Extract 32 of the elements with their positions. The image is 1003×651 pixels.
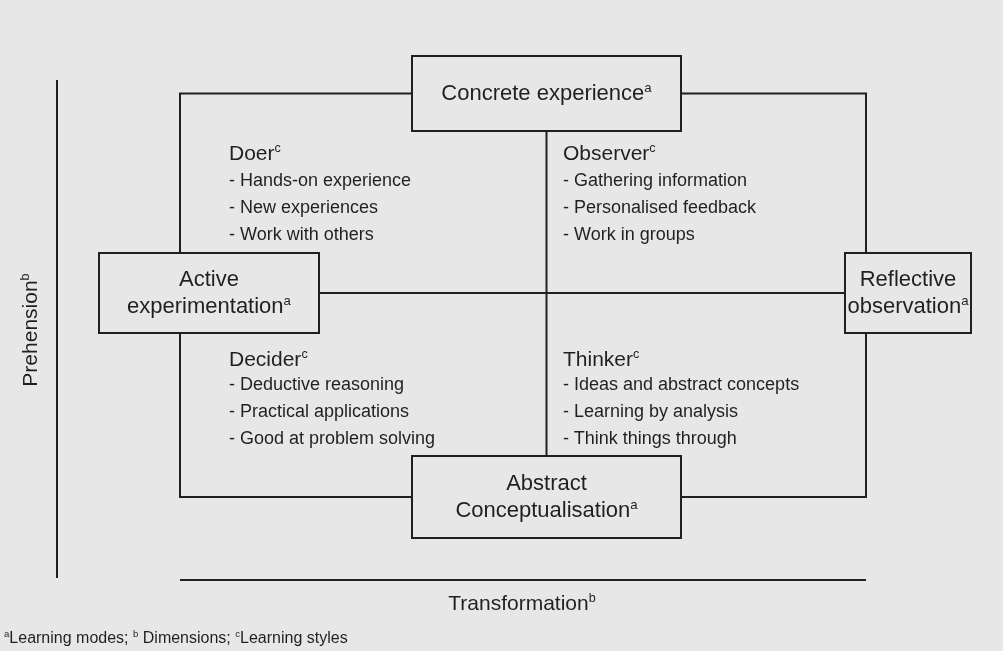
mode-label: Concrete experience$^{a}$	[441, 80, 652, 107]
style-heading: Thinker$^{c}$	[563, 347, 640, 371]
bullet-item: - Work in groups	[563, 224, 695, 245]
bullet-item: - Think things through	[563, 428, 737, 449]
connector-line	[319, 292, 845, 294]
connector-line	[179, 333, 412, 498]
bullet-item: - Good at problem solving	[229, 428, 436, 449]
mode-label: Active experimentation$^{a}$	[126, 266, 292, 320]
connector-line	[681, 333, 867, 498]
bullet-item: - Practical applications	[229, 401, 410, 422]
mode-label: Abstract Conceptualisation$^{a}$	[454, 470, 639, 524]
bullet-item: - New experiences	[229, 197, 379, 218]
style-heading: Decider$^{c}$	[229, 347, 308, 371]
bullet-item: - Learning by analysis	[563, 401, 739, 422]
bullet-item: - Ideas and abstract concepts	[563, 374, 800, 395]
style-heading: Observer$^{c}$	[563, 141, 656, 165]
bullet-item: - Work with others	[229, 224, 374, 245]
connector-line	[681, 92, 867, 253]
learning-mode-box	[98, 252, 320, 334]
bullet-item: - Personalised feedback	[563, 197, 757, 218]
footnote: $^{a}$Learning modes; $^{b}$ Dimensions; $^{c}$Learning styles	[4, 628, 348, 648]
connector-line	[545, 131, 548, 456]
axis-label: Transformation$^{b}$	[448, 591, 596, 615]
learning-mode-box	[411, 455, 682, 539]
bullet-item: - Deductive reasoning	[229, 374, 405, 395]
bullet-item: - Gathering information	[563, 170, 748, 191]
connector-line	[179, 92, 412, 253]
learning-mode-box	[411, 55, 682, 132]
learning-mode-box	[844, 252, 972, 334]
mode-label: Reflective observation$^{a}$	[847, 266, 969, 320]
style-heading: Doer$^{c}$	[229, 141, 281, 165]
bullet-item: - Hands-on experience	[229, 170, 412, 191]
